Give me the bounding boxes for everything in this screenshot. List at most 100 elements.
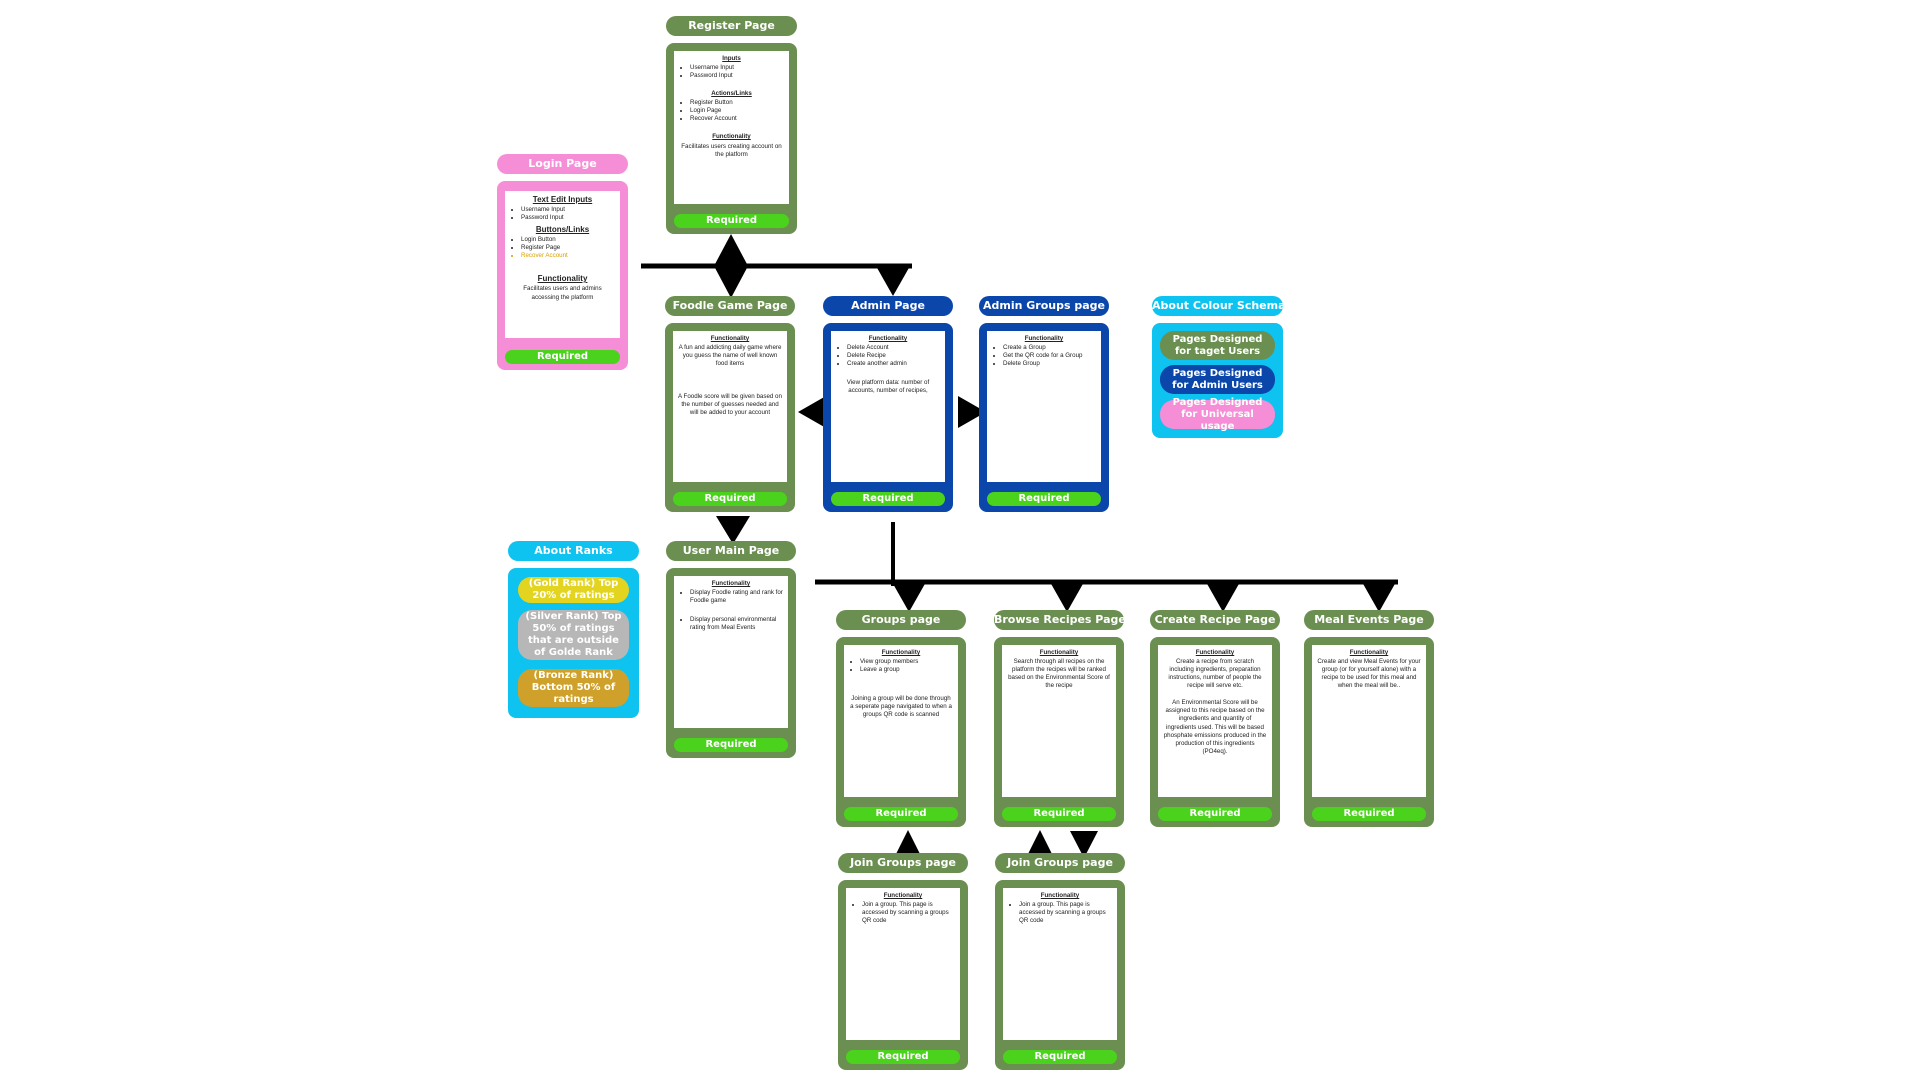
list-item: Login Page [690,107,784,115]
required-badge: Required [1002,807,1116,821]
arrow-to-admin [876,266,910,296]
admin-groups-page-title: Admin Groups page [979,296,1109,316]
meal-events-page-card: Functionality Create and view Meal Event… [1304,637,1434,827]
list-item: Username Input [521,206,615,214]
groups-join-text: Joining a group will be done through a s… [850,695,952,719]
browse-recipes-page-title: Browse Recipes Page [994,610,1126,630]
list-item: Login Button [521,236,615,244]
buttons-links-heading: Buttons/Links [535,224,590,234]
rank-bronze: (Bronze Rank) Bottom 50% of ratings [518,669,629,707]
login-page-title: Login Page [497,154,628,174]
admin-data-text: View platform data: number of accounts, … [846,379,930,395]
ranks-title: About Ranks [508,541,639,561]
meal-events-page-title: Meal Events Page [1304,610,1434,630]
functionality-heading: Functionality [1349,649,1389,656]
list-item: Join a group. This page is accessed by s… [1019,901,1112,925]
functionality-heading: Functionality [1040,892,1080,899]
join-groups-page-title-2: Join Groups page [995,853,1125,873]
list-item: Display personal environmental rating fr… [690,616,783,632]
join-groups-page-card: Functionality Join a group. This page is… [838,880,968,1070]
required-badge: Required [1003,1050,1117,1064]
required-badge: Required [846,1050,960,1064]
required-badge: Required [674,214,789,228]
required-badge: Required [987,492,1101,506]
text-edit-inputs-heading: Text Edit Inputs [532,195,593,204]
arrow-join2-up [1026,830,1054,858]
functionality-heading: Functionality [710,335,750,342]
arrow-to-create [1206,582,1240,612]
actions-heading: Actions/Links [711,90,752,98]
required-badge: Required [674,738,788,752]
functionality-heading: Functionality [1039,649,1079,656]
list-item: Leave a group [860,666,953,674]
inputs-heading: Inputs [722,55,741,62]
list-item: Username Input [690,64,784,72]
user-main-page-card: Functionality Display Foodle rating and … [666,568,796,758]
required-badge: Required [1158,807,1272,821]
functionality-heading: Functionality [881,649,921,656]
create-recipe-page-card: Functionality Create a recipe from scrat… [1150,637,1280,827]
ranks-card: (Gold Rank) Top 20% of ratings (Silver R… [508,568,639,718]
admin-page-title: Admin Page [823,296,953,316]
list-item: Display Foodle rating and rank for Foodl… [690,589,783,605]
admin-page-card: Functionality Delete Account Delete Reci… [823,323,953,512]
functionality-heading: Functionality [868,335,908,342]
functionality-heading: Functionality [883,892,923,899]
colour-schema-title: About Colour Schema [1152,296,1286,316]
arrow-to-meal [1362,582,1396,612]
required-badge: Required [831,492,945,506]
login-page-card: Text Edit Inputs Username Input Password… [497,181,628,370]
create-description: Create a recipe from scratch including i… [1168,658,1262,690]
list-item: Join a group. This page is accessed by s… [862,901,955,925]
required-badge: Required [844,807,958,821]
user-main-page-title: User Main Page [666,541,796,561]
functionality-heading: Functionality [1024,335,1064,342]
list-item: Register Page [521,244,615,252]
functionality-heading: Functionality [537,274,588,284]
register-page-card: Inputs Username Input Password Input Act… [666,43,797,234]
list-item: Password Input [521,214,615,222]
foodle-description: A fun and addicting daily game where you… [678,344,782,368]
foodle-score-text: A Foodle score will be given based on th… [678,393,782,417]
colour-schema-card: Pages Designed for taget Users Pages Des… [1152,323,1283,438]
list-item: Register Button [690,99,784,107]
connector-diamond-register [714,234,748,298]
list-item: Delete Account [847,344,940,352]
browse-description: Search through all recipes on the platfo… [1008,658,1110,690]
list-item: Recover Account [690,115,784,123]
register-page-title: Register Page [666,16,797,36]
groups-page-card: Functionality View group members Leave a… [836,637,966,827]
required-badge: Required [505,350,620,364]
functionality-heading: Functionality [712,133,751,141]
foodle-page-card: Functionality A fun and addicting daily … [665,323,795,512]
arrow-admin-groups [958,396,986,428]
meal-events-description: Create and view Meal Events for your gro… [1317,658,1421,690]
arrow-to-groups [892,582,926,612]
list-item: View group members [860,658,953,666]
arrow-foodle-left [798,396,826,428]
legend-target-users: Pages Designed for taget Users [1160,331,1275,360]
arrow-join1-up [894,830,922,858]
list-item: Create another admin [847,360,940,368]
environmental-score-text: An Environmental Score will be assigned … [1163,699,1267,755]
list-item: Get the QR code for a Group [1003,352,1096,360]
join-groups-page-card-2: Functionality Join a group. This page is… [995,880,1125,1070]
list-item: Delete Recipe [847,352,940,360]
join-groups-page-title: Join Groups page [838,853,968,873]
arrow-to-browse [1050,582,1084,612]
foodle-page-title: Foodle Game Page [665,296,795,316]
required-badge: Required [673,492,787,506]
functionality-text: Facilitates users and admins accessing t… [523,285,602,301]
browse-recipes-page-card: Functionality Search through all recipes… [994,637,1124,827]
rank-gold: (Gold Rank) Top 20% of ratings [518,577,629,603]
list-item: Password Input [690,72,784,80]
arrow-join2-down [1070,831,1098,858]
list-item: Create a Group [1003,344,1096,352]
arrow-to-user-main [716,516,750,544]
functionality-text: Facilitates users creating account on th… [681,142,782,158]
list-item: Delete Group [1003,360,1096,368]
required-badge: Required [1312,807,1426,821]
admin-groups-page-card: Functionality Create a Group Get the QR … [979,323,1109,512]
legend-universal-usage: Pages Designed for Universal usage [1160,397,1275,432]
